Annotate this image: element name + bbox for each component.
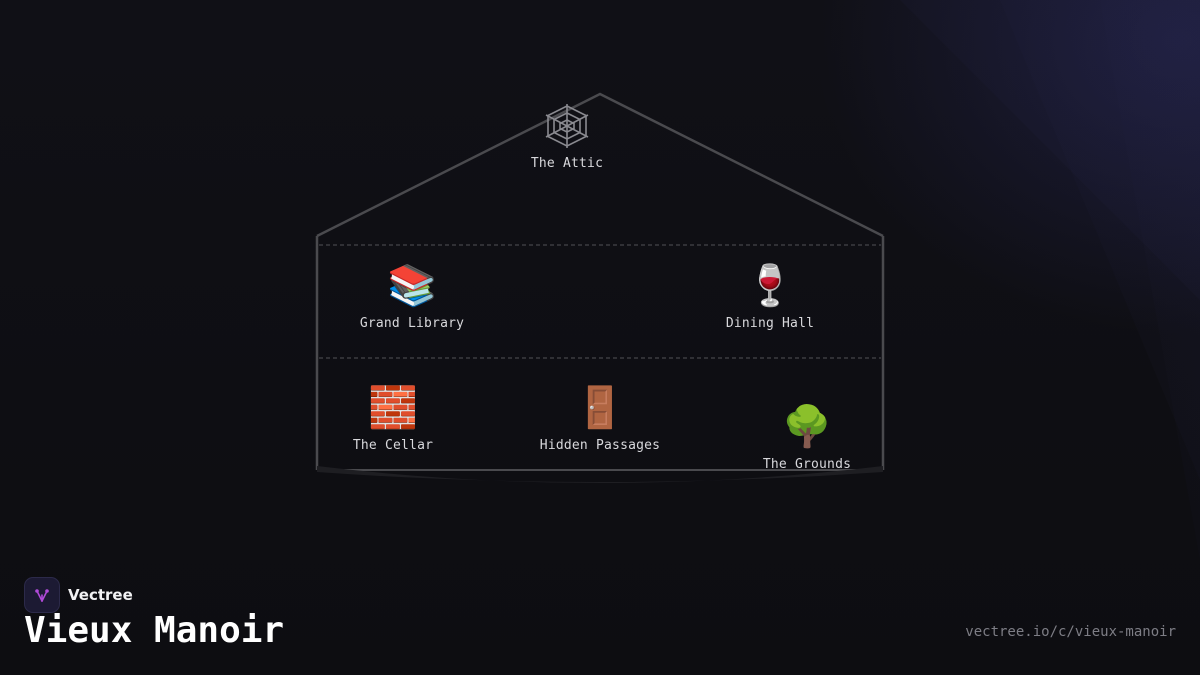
room-label-dining-hall: Dining Hall: [725, 316, 815, 331]
room-hidden-passages[interactable]: 🚪 Hidden Passages: [510, 384, 690, 453]
spider-web-icon: [545, 104, 589, 148]
wine-glass-icon: 🍷: [745, 263, 795, 309]
door-icon: 🚪: [575, 385, 625, 431]
room-attic[interactable]: The Attic: [477, 102, 657, 171]
vectree-logo-icon: [24, 577, 60, 613]
brick-icon: 🧱: [368, 385, 418, 431]
tree-icon: 🌳: [782, 404, 832, 450]
project-title: Vieux Manoir: [24, 610, 285, 651]
project-url-link[interactable]: vectree.io/c/vieux-manoir: [965, 624, 1176, 640]
room-the-cellar[interactable]: 🧱 The Cellar: [303, 384, 483, 453]
room-label-the-grounds: The Grounds: [762, 457, 852, 472]
books-icon: 📚: [387, 263, 437, 309]
house-roof: [316, 92, 884, 238]
brand[interactable]: Vectree: [24, 577, 133, 613]
brand-name: Vectree: [68, 586, 133, 604]
room-label-hidden-passages: Hidden Passages: [539, 438, 661, 453]
room-label-grand-library: Grand Library: [359, 316, 465, 331]
house-foundation: [317, 466, 883, 483]
room-grand-library[interactable]: 📚 Grand Library: [322, 262, 502, 331]
room-label-attic: The Attic: [530, 156, 604, 171]
room-label-the-cellar: The Cellar: [352, 438, 434, 453]
room-dining-hall[interactable]: 🍷 Dining Hall: [680, 262, 860, 331]
room-the-grounds[interactable]: 🌳 The Grounds: [717, 403, 897, 472]
